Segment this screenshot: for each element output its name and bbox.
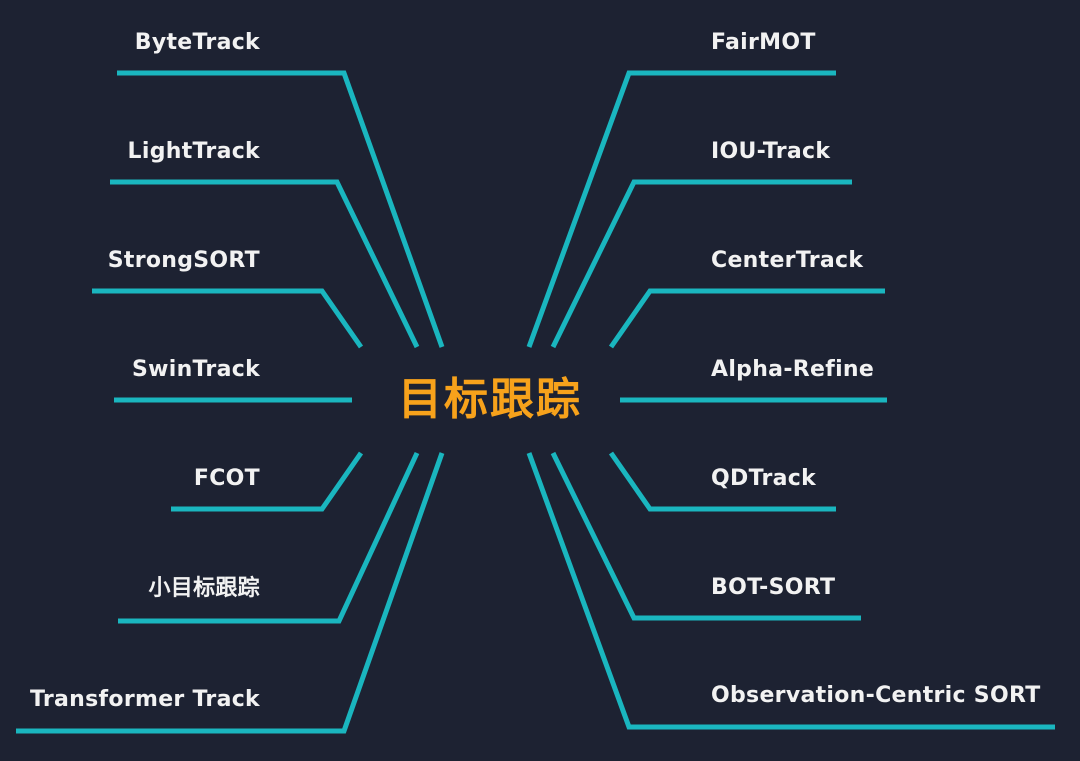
connector-fcot [171,451,364,512]
branch-label-fairmot: FairMOT [711,30,816,55]
connector-bot-sort [550,451,861,621]
branch-label-fcot: FCOT [193,466,260,491]
branch-label-iou-track: IOU-Track [711,139,831,164]
branch-label-observation-centric-sort: Observation-Centric SORT [711,683,1041,708]
branch-label-small-target: 小目标跟踪 [148,576,260,601]
connector-observation-centric-sort [526,452,1055,730]
connector-small-target [118,451,420,624]
connector-qdtrack [608,451,836,512]
connector-centertrack [608,288,885,349]
branch-label-alpha-refine: Alpha-Refine [711,357,875,382]
branch-label-swintrack: SwinTrack [131,357,260,382]
connector-transformer-track [16,452,445,734]
branch-label-bytetrack: ByteTrack [134,30,260,55]
branch-label-strongsort: StrongSORT [107,248,260,273]
branch-label-bot-sort: BOT-SORT [711,575,836,600]
branch-label-qdtrack: QDTrack [711,466,817,491]
connector-iou-track [550,179,852,349]
connector-lighttrack [110,179,420,349]
connector-fairmot [526,70,836,348]
branch-label-lighttrack: LightTrack [127,139,260,164]
branch-label-transformer-track: Transformer Track [30,687,260,712]
connector-strongsort [92,288,364,349]
branch-label-centertrack: CenterTrack [711,248,864,273]
center-topic: 目标跟踪 [398,374,582,425]
connector-bytetrack [117,70,445,348]
